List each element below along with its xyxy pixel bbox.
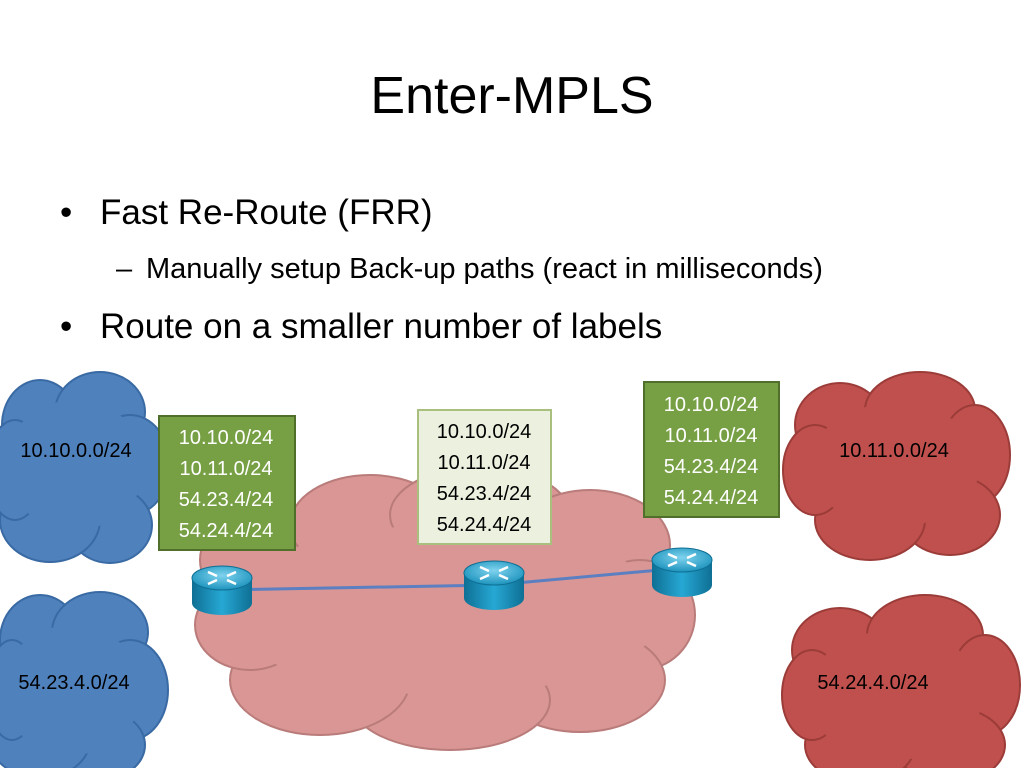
lsp-path — [221, 566, 683, 592]
bullet-marker: • — [60, 193, 73, 232]
network-label: 54.23.4.0/24 — [18, 672, 129, 694]
slide-title: Enter-MPLS — [370, 67, 654, 125]
router-icon — [651, 547, 713, 597]
bullet-labels: • Route on a smaller number of labels — [60, 307, 663, 347]
blue-network-cloud-bottom: 54.23.4.0/24 — [0, 591, 169, 768]
table-entry: 54.23.4/24 — [437, 483, 532, 505]
bullet-text: Fast Re-Route (FRR) — [100, 193, 433, 232]
red-network-cloud-bottom: 54.24.4.0/24 — [781, 594, 1021, 768]
red-network-cloud-top: 10.11.0.0/24 — [782, 371, 1011, 561]
blue-network-cloud-top: 10.10.0.0/24 — [0, 371, 171, 564]
table-entry: 54.24.4/24 — [437, 514, 532, 536]
label-table-middle: 10.10.0/24 10.11.0/24 54.23.4/24 54.24.4… — [417, 409, 552, 545]
table-entry: 54.23.4/24 — [664, 456, 759, 478]
router-icon — [463, 560, 525, 610]
table-entry: 54.24.4/24 — [179, 520, 274, 542]
table-entry: 10.10.0/24 — [179, 427, 274, 449]
label-table-right: 10.10.0/24 10.11.0/24 54.23.4/24 54.24.4… — [643, 381, 780, 518]
bullet-marker: • — [60, 307, 73, 346]
sub-bullet-backup-paths: – Manually setup Back-up paths (react in… — [116, 252, 823, 286]
sub-bullet-marker: – — [116, 253, 133, 285]
network-label: 10.10.0.0/24 — [20, 440, 131, 462]
bullet-frr: • Fast Re-Route (FRR) — [60, 193, 433, 233]
table-entry: 54.24.4/24 — [664, 487, 759, 509]
label-table-left: 10.10.0/24 10.11.0/24 54.23.4/24 54.24.4… — [158, 415, 296, 551]
table-entry: 10.10.0/24 — [437, 421, 532, 443]
network-label: 10.11.0.0/24 — [839, 440, 949, 462]
table-entry: 10.10.0/24 — [664, 394, 759, 416]
bullet-text: Route on a smaller number of labels — [100, 307, 663, 346]
network-label: 54.24.4.0/24 — [817, 672, 928, 694]
router-icon — [191, 565, 253, 615]
table-entry: 10.11.0/24 — [437, 452, 530, 474]
table-entry: 10.11.0/24 — [664, 425, 757, 447]
sub-bullet-text: Manually setup Back-up paths (react in m… — [146, 253, 823, 285]
table-entry: 10.11.0/24 — [179, 458, 272, 480]
table-entry: 54.23.4/24 — [179, 489, 274, 511]
